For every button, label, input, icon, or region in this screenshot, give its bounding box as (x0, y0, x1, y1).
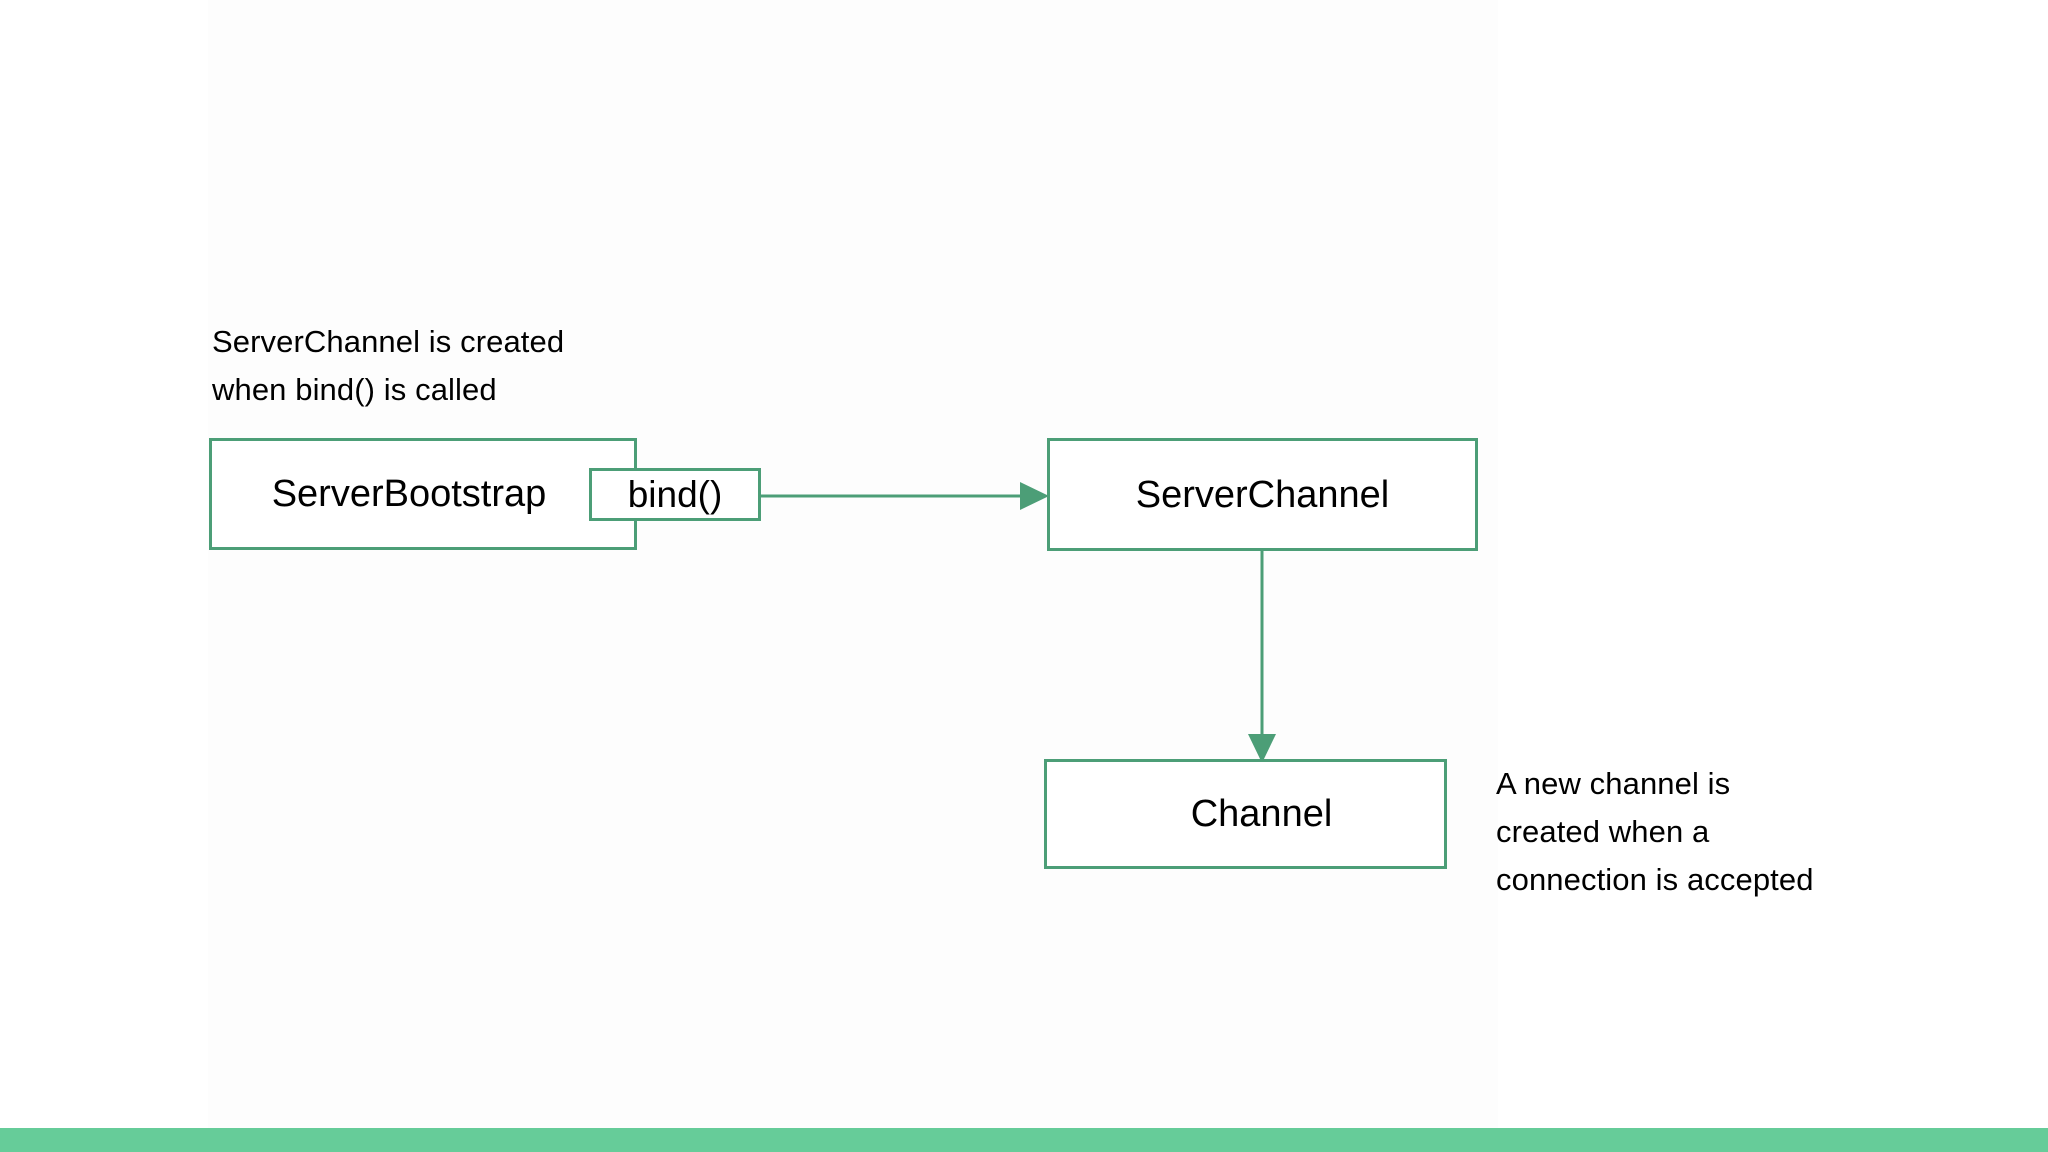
annotation-channel-note: A new channel is created when a connecti… (1496, 766, 1814, 897)
footer-accent-bar (0, 1128, 2048, 1152)
content-area-background (208, 0, 1498, 1128)
node-server-channel-label: ServerChannel (1135, 473, 1390, 516)
node-channel-label: Channel (1190, 793, 1333, 835)
node-server-bootstrap-label: ServerBootstrap (271, 473, 547, 515)
annotation-bind-note: ServerChannel is created when bind() is … (212, 324, 565, 407)
connector-server-channel-to-channel (1248, 550, 1276, 763)
connector-bind-to-server-channel (760, 482, 1049, 510)
node-channel[interactable]: Channel (1044, 759, 1447, 869)
node-server-bootstrap[interactable]: ServerBootstrap (209, 438, 637, 550)
node-server-channel[interactable]: ServerChannel (1047, 438, 1478, 551)
node-bind-method-label: bind() (627, 474, 723, 515)
node-bind-method[interactable]: bind() (589, 468, 761, 521)
